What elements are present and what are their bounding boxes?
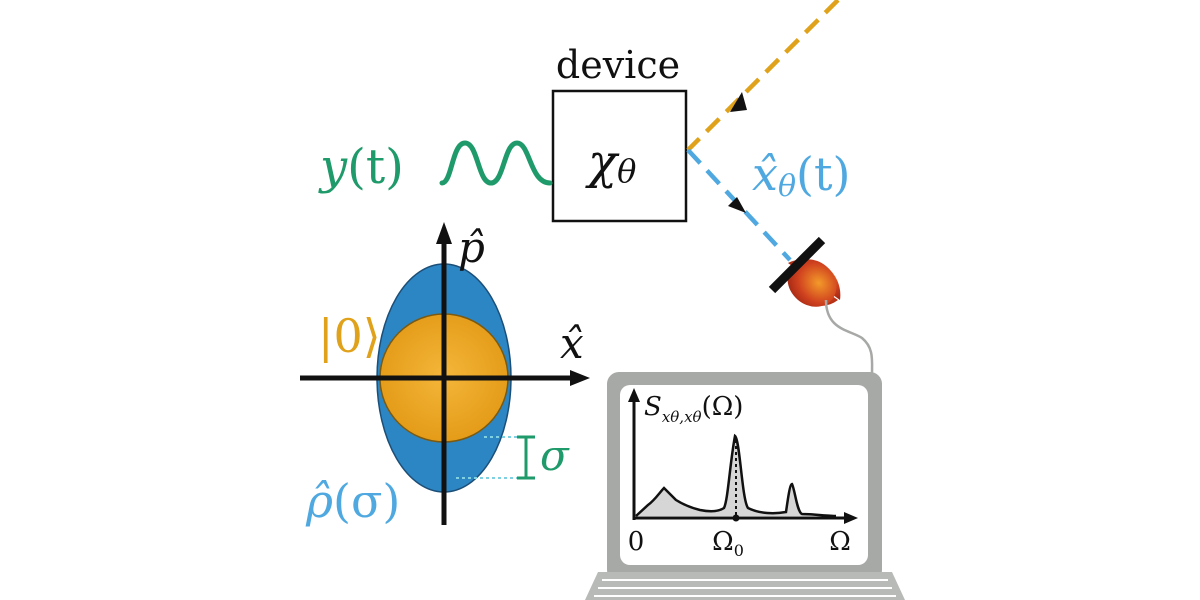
spectrum-tick-peak-main: Ω [712,527,734,557]
spectrum-tick-peak-sub: 0 [734,541,744,560]
output-beam-arrow [728,197,746,213]
spectrum-tick-zero: 0 [628,527,645,557]
device-symbol: χθ [585,134,636,190]
photodetector-icon [768,236,841,307]
device-label: device [556,43,680,87]
chi-symbol: χ [585,134,620,190]
signal-label: y(t) [318,139,404,195]
spectrum-title: Sxθ,xθ(Ω) [644,392,743,426]
peak-tick-dot [732,514,740,522]
vacuum-label: |0⟩ [318,309,381,363]
sigma-label: σ [540,431,570,480]
x-axis-arrow [570,370,590,386]
output-name: x̂ [752,147,778,201]
spectrum-title-arg: (Ω) [702,392,744,422]
input-beam [686,0,840,152]
chi-subscript: θ [617,152,636,190]
signal-wave [439,140,553,186]
spectrum-tick-peak: Ω0 [712,527,744,560]
state-label: ρ̂(σ) [305,474,400,528]
sigma-bracket [517,435,535,480]
spectrum-x-arrow [844,512,858,524]
state-name: ρ̂ [305,474,333,528]
laptop-icon [585,372,905,600]
spectrum-line [635,433,837,518]
output-arg: (t) [796,147,850,201]
spectrum-plot: Sxθ,xθ(Ω) 0 Ω0 Ω [628,388,858,560]
spectrum-title-main: S [644,392,662,422]
p-axis-arrow [436,222,452,244]
output-label: x̂θ(t) [752,147,850,204]
spectrum-y-arrow [628,388,640,402]
spectrum-x-label: Ω [829,527,851,557]
output-subscript: θ [778,169,796,204]
x-axis-label: x̂ [560,319,584,368]
phase-space: p̂ x̂ |0⟩ σ ρ̂(σ) [300,222,590,528]
spectrum-title-sub: xθ,xθ [662,408,702,426]
detector-cable [824,299,874,376]
device-box-icon [551,89,688,223]
state-arg: (σ) [333,474,400,528]
signal-name: y [318,139,348,195]
output-beam [686,148,792,262]
p-axis-label: p̂ [458,223,485,272]
signal-arg: (t) [347,139,404,195]
input-beam-arrow [730,92,747,112]
